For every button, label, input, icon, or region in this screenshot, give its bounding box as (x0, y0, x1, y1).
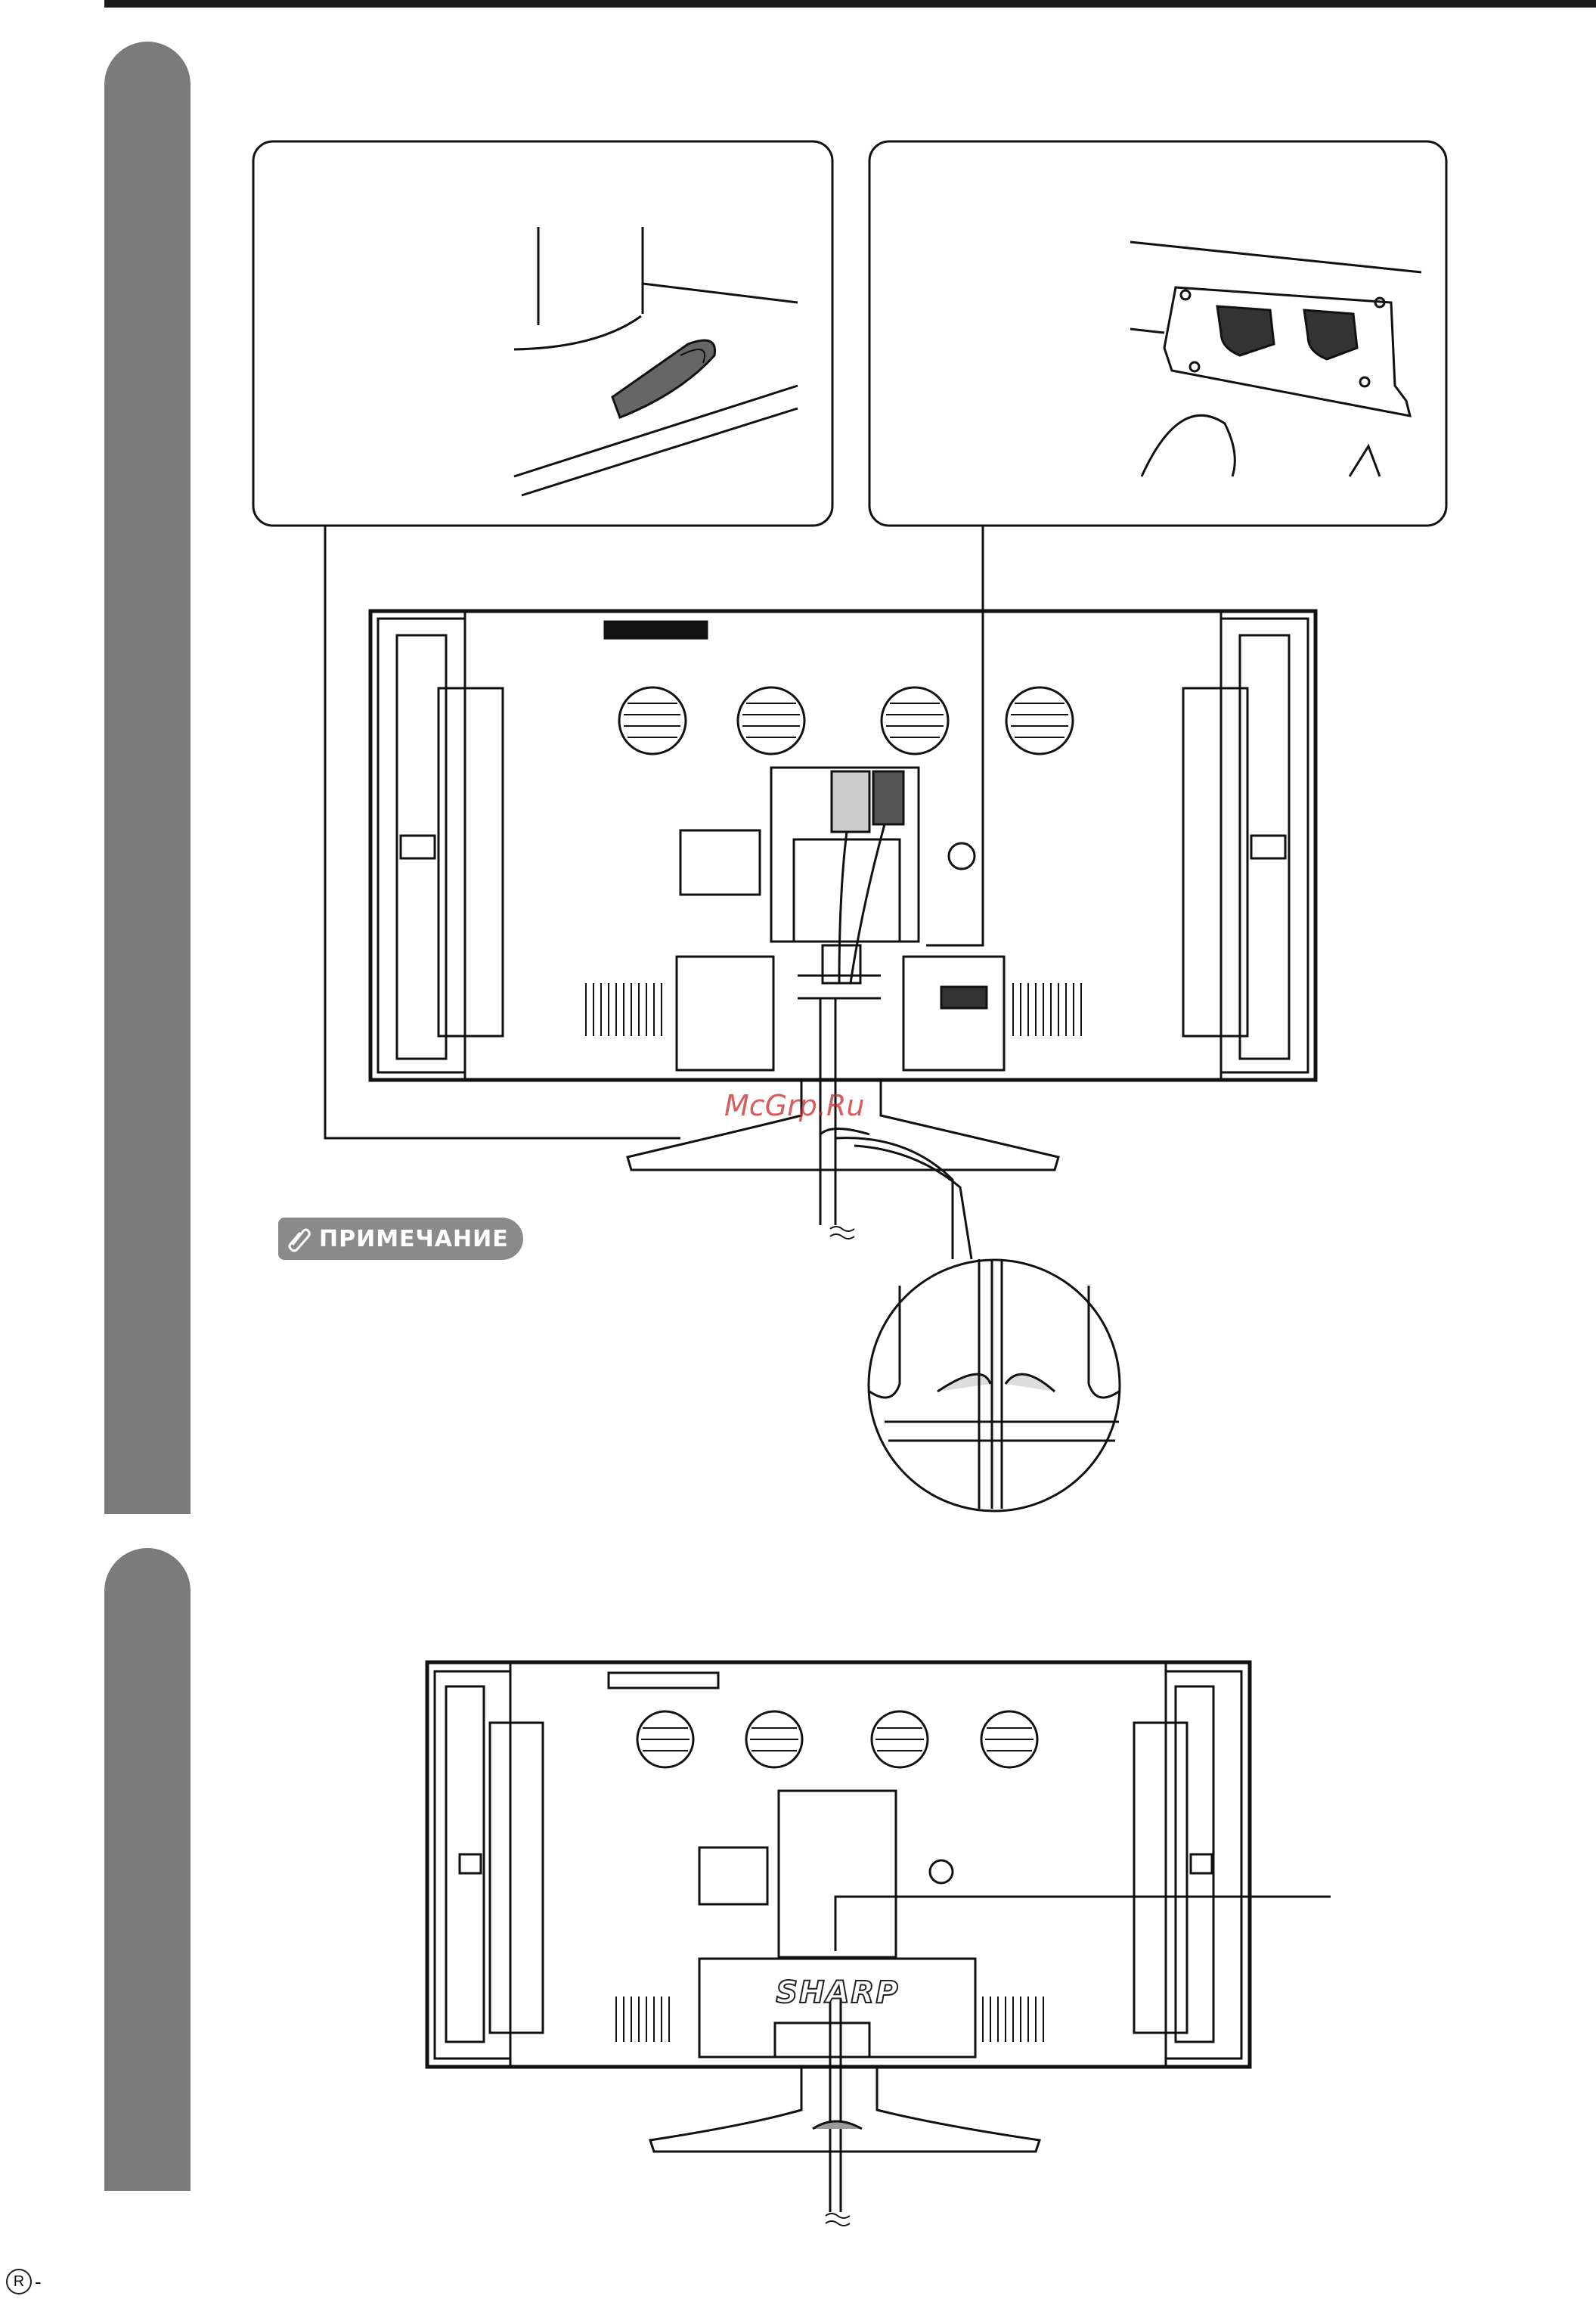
watermark: McGrp.Ru (724, 1089, 864, 1122)
magnified-cable-detail (869, 1259, 1120, 1511)
page-footer: R - (6, 2269, 42, 2294)
callout-cable-clip (253, 141, 832, 526)
note-label: ПРИМЕЧАНИЕ (319, 1226, 509, 1252)
circled-letter-icon: R (6, 2269, 32, 2294)
paperclip-icon (278, 1218, 319, 1260)
callout-hooks (869, 141, 1446, 526)
note-badge: ПРИМЕЧАНИЕ (278, 1218, 523, 1260)
tv-brand-logo: SHARP (776, 1975, 899, 2010)
tv-rear-view-1 (370, 611, 1316, 1259)
tv-rear-view-2 (427, 1662, 1331, 2212)
page-dash: - (35, 2270, 42, 2294)
